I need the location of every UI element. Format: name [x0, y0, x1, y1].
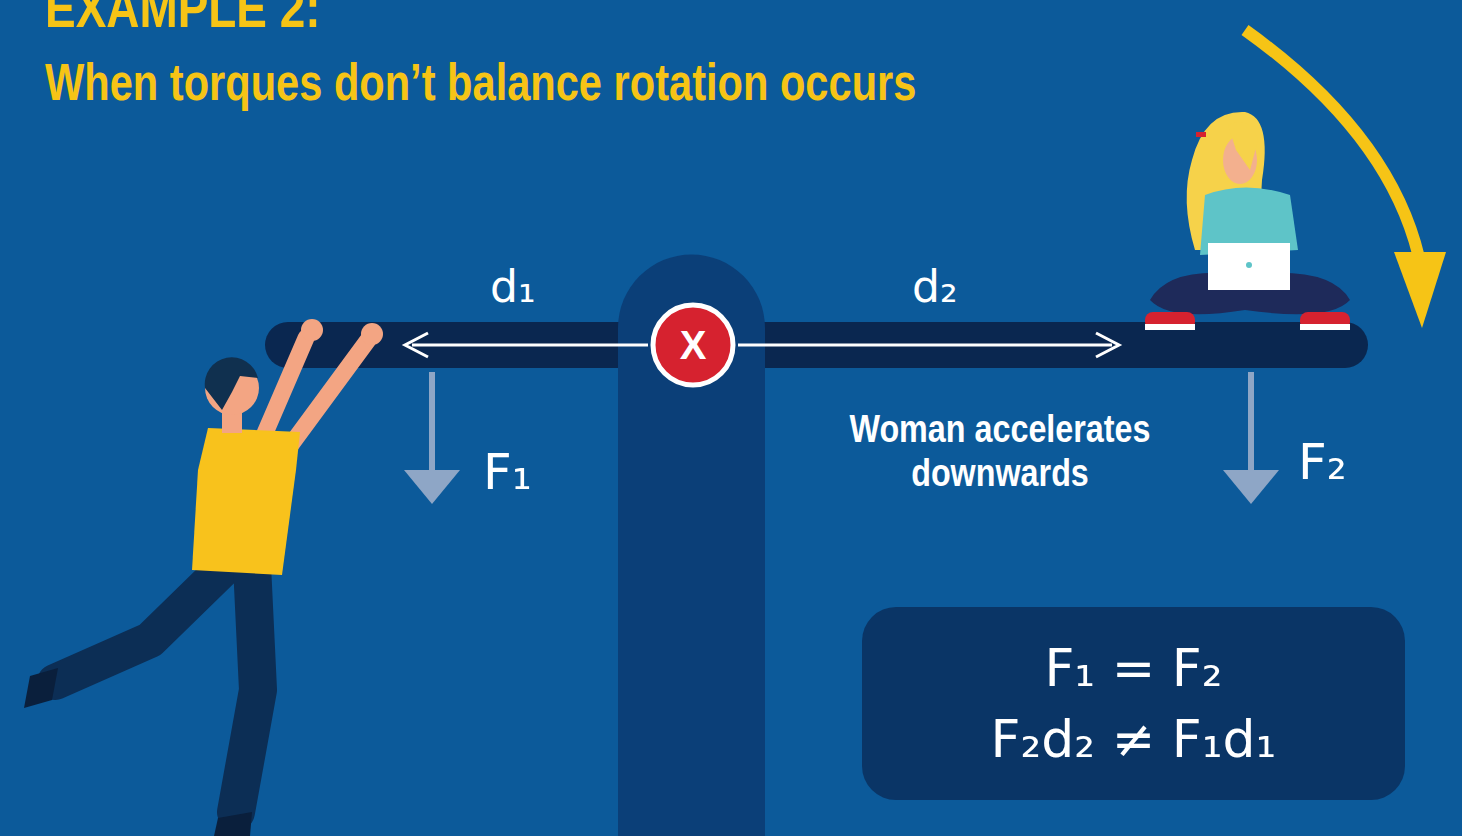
woman-figure: [1145, 112, 1350, 330]
man-figure: [24, 319, 383, 836]
diagram-title: When torques don’t balance rotation occu…: [45, 52, 916, 112]
pivot-symbol: X: [680, 318, 707, 372]
force-label: F₂: [1298, 434, 1347, 492]
example-heading: EXAMPLE 2:: [45, 0, 321, 40]
motion-note: Woman accelerates downwards: [822, 408, 1179, 495]
equation-box: F₁ = F₂F₂d₂ ≠ F₁d₁: [862, 607, 1405, 800]
fulcrum-pillar: [618, 255, 765, 836]
pivot-marker: X: [649, 301, 737, 389]
distance-label: d₂: [912, 262, 958, 313]
equation-line: F₁ = F₂: [1044, 633, 1222, 703]
distance-arrows: [405, 333, 1119, 357]
distance-label: d₁: [490, 262, 536, 313]
lever-beam: [265, 322, 1368, 368]
force-label: F₁: [483, 444, 532, 502]
force-arrows: [404, 372, 1279, 504]
equation-line: F₂d₂ ≠ F₁d₁: [991, 704, 1277, 774]
